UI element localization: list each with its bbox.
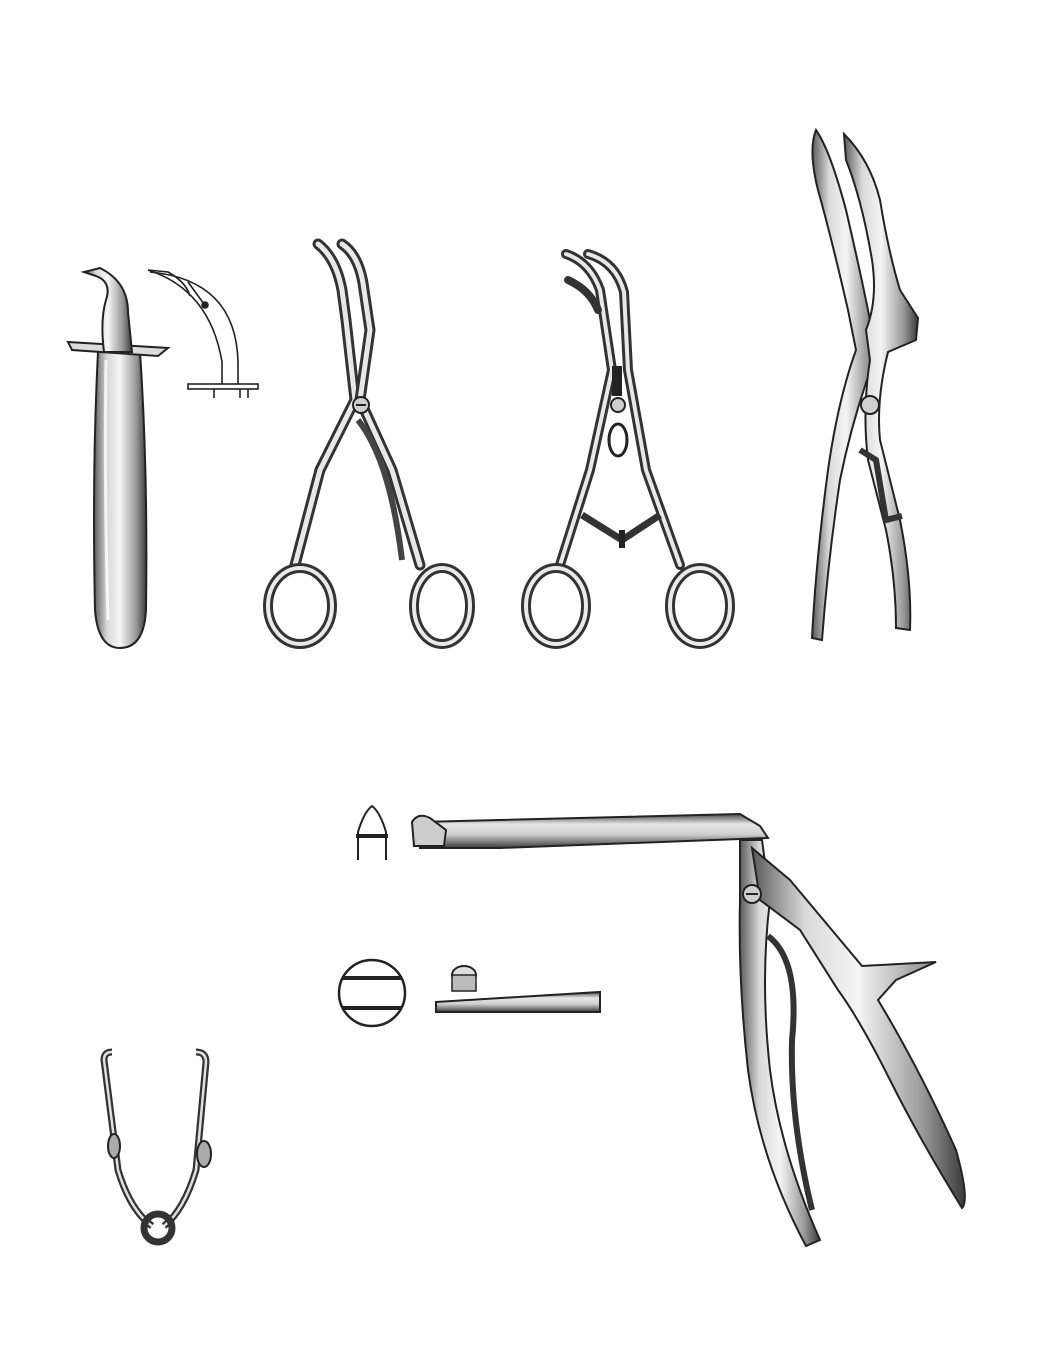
punch-tip-detail [435,965,601,1013]
three-prong-retractor-forceps [521,249,735,649]
wire-eyelid-speculum [100,1048,212,1246]
punch-cross-section-pointed [356,804,388,860]
bone-punch-rongeur [410,812,966,1248]
tip-detail-drawing [147,269,259,398]
nasal-speculum [810,127,920,642]
tongue-depressor [66,266,171,650]
curved-retractor-forceps [263,238,475,649]
punch-cross-section-round [337,958,407,1028]
